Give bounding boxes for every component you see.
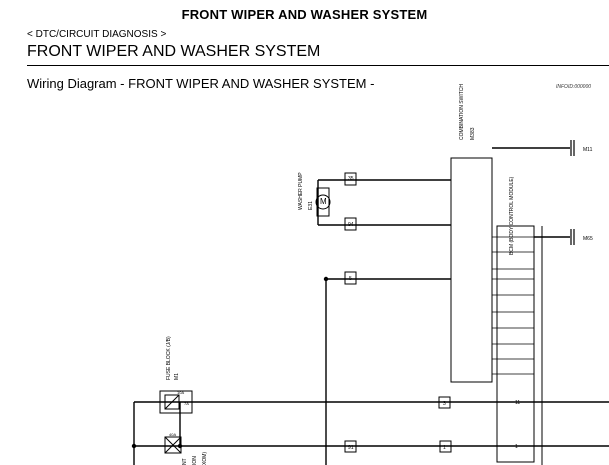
washer-pump-connector: E31: [308, 201, 314, 210]
fuse-amp: 10A: [177, 390, 184, 395]
fusible-link-amp: 40A: [169, 432, 176, 437]
joint-5: 5: [349, 276, 352, 282]
ignition-label-2: ION: [192, 456, 198, 465]
fuse-block-connector: M1: [174, 373, 180, 380]
ground-m65-label: M65: [583, 236, 593, 242]
section-divider: [27, 65, 609, 66]
washer-pump-label: WASHER PUMP: [298, 172, 304, 210]
ignition-label-3: XOM): [202, 452, 208, 465]
joint-94: 94: [348, 222, 354, 228]
joint-35: 35: [348, 176, 354, 182]
page-title: FRONT WIPER AND WASHER SYSTEM: [181, 7, 428, 22]
section-heading: FRONT WIPER AND WASHER SYSTEM: [27, 43, 321, 60]
fuse-block-label: FUSE BLOCK (J/B): [166, 336, 172, 380]
joint-1: 1: [443, 445, 446, 451]
fuse-pin: 7A: [184, 401, 189, 406]
joint-3: 3: [443, 401, 446, 407]
subsection-heading: Wiring Diagram - FRONT WIPER AND WASHER …: [27, 76, 375, 91]
ground-m11-label: M11: [583, 147, 593, 153]
combination-switch-box: [450, 157, 493, 383]
motor-symbol: M: [320, 197, 327, 206]
info-id: INFOID:000000: [556, 84, 592, 90]
joint-91: 91: [348, 445, 354, 451]
bus-pin-1: 1: [515, 444, 518, 450]
bus-pin-11: 11: [515, 400, 520, 406]
ignition-label-1: NT: [182, 458, 188, 465]
bcm-label: BCM (BODY CONTROL MODULE): [509, 176, 515, 255]
combination-switch-connector: M383: [470, 127, 476, 140]
breadcrumb[interactable]: < DTC/CIRCUIT DIAGNOSIS >: [27, 29, 167, 40]
combination-switch-label: COMBINATION SWITCH: [459, 84, 465, 140]
